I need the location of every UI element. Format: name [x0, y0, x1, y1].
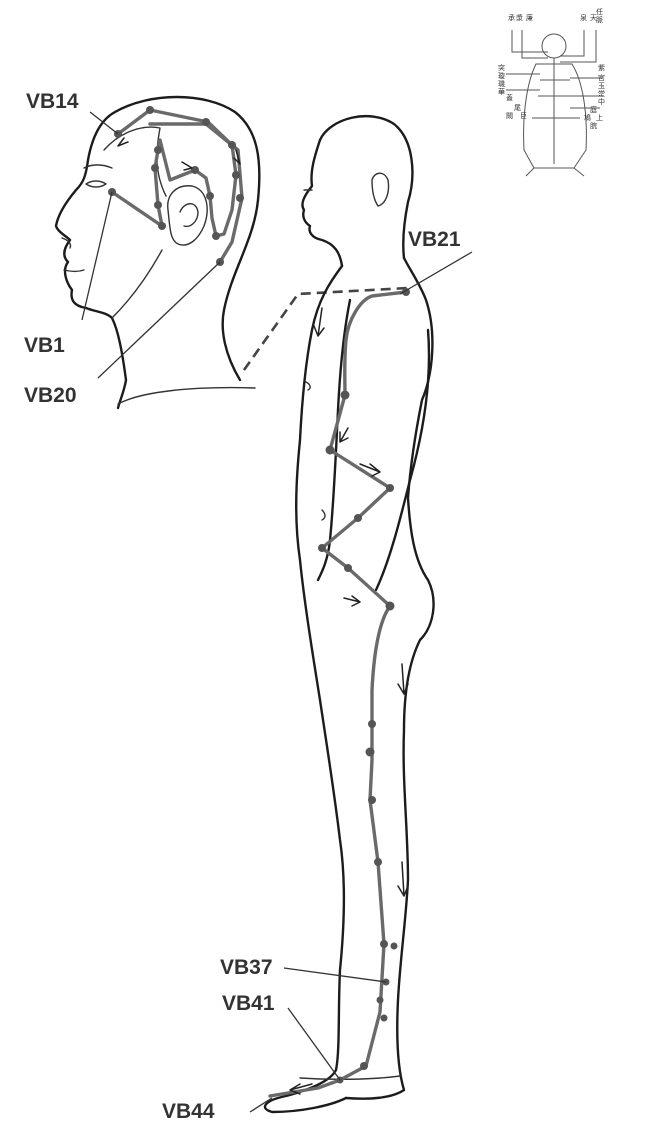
vb14-leader: [90, 112, 118, 134]
reference-glyph: 堂: [598, 89, 605, 98]
reference-glyph: 天: [590, 14, 597, 22]
acupoint: [151, 164, 159, 172]
reference-glyph: 脘: [590, 121, 597, 130]
head-detail-illustration: [56, 97, 259, 408]
chest-detail: [306, 382, 310, 390]
acupoint: [232, 171, 240, 179]
acupoint: [326, 446, 335, 455]
reference-glyph: 玉: [598, 82, 605, 90]
label-vb41: VB41: [222, 992, 275, 1015]
body-back-outline: [346, 258, 434, 1099]
body-ear: [372, 173, 389, 206]
body-acupoints: [318, 288, 410, 1084]
reference-glyph: 宮: [598, 73, 605, 82]
body-direction-arrows: [290, 308, 408, 1094]
reference-glyph: 中: [598, 97, 605, 106]
reference-glyph: 突: [498, 63, 505, 72]
navel: [322, 510, 325, 520]
acupoint: [228, 141, 236, 149]
head-to-body-connector: [244, 288, 408, 370]
acupoint: [212, 232, 220, 240]
label-vb1: VB1: [24, 334, 65, 357]
mouth: [64, 270, 84, 272]
reference-glyph: 上: [596, 113, 603, 122]
acupoint: [146, 106, 154, 114]
body-arm-back-outline: [376, 330, 429, 590]
acupoint: [368, 720, 376, 728]
acupoint: [366, 748, 375, 757]
reference-glyph: 巨: [520, 112, 527, 120]
body-head-outline: [320, 116, 412, 258]
point-labels: VB14 VB1 VB20 VB21 VB37 VB41 VB44: [24, 90, 461, 1121]
acupoint: [377, 997, 384, 1004]
acupoint: [341, 391, 350, 400]
acupoint: [374, 858, 382, 866]
ear-outline: [168, 186, 207, 245]
acupoint: [158, 222, 166, 230]
face-profile-outline: [56, 112, 126, 408]
acupoint: [360, 1062, 368, 1070]
acupoint: [386, 484, 394, 492]
acupoint: [202, 118, 210, 126]
acupoint: [344, 564, 352, 572]
acupoint: [354, 514, 362, 522]
reference-glyph: 璣: [498, 79, 505, 88]
head-profile-outline: [115, 97, 259, 380]
reference-glyph: 漿: [516, 13, 523, 22]
acupoint: [386, 602, 395, 611]
vb41-leader: [288, 1008, 340, 1080]
acupoint: [380, 940, 388, 948]
acupoint: [381, 1015, 388, 1022]
body-face-outline: [302, 140, 342, 266]
reference-glyph: 鳩: [584, 113, 591, 122]
acupoint: [154, 201, 162, 209]
ear-inner: [180, 204, 198, 227]
reference-glyph: 庭: [590, 105, 597, 114]
eye: [86, 181, 106, 187]
reference-glyph: 蓋: [506, 93, 513, 102]
reference-glyph: 任: [596, 7, 603, 16]
shoulder-line: [118, 388, 255, 404]
reference-meridian-chart: 任脈 承漿廉 泉天突璇璣華蓋 紫宮玉堂中庭鳩 尾巨闕 上脘: [494, 6, 605, 182]
head-direction-arrows: [118, 138, 240, 170]
acupoint: [191, 166, 199, 174]
body-front-outline: [265, 266, 346, 1112]
vb20-leader: [98, 262, 220, 378]
vb21-leader: [400, 252, 472, 294]
reference-glyph: 華: [498, 87, 505, 96]
body-illustration: [250, 116, 472, 1112]
reference-glyph: 紫: [598, 64, 605, 72]
reference-glyph: 璇: [498, 71, 505, 80]
vb37-leader: [284, 968, 386, 982]
acupoint: [236, 194, 244, 202]
label-vb37: VB37: [220, 956, 273, 979]
head-meridian-path: [112, 110, 242, 262]
reference-glyph: 尾: [514, 104, 521, 112]
reference-glyph: 廉: [526, 13, 533, 22]
label-vb20: VB20: [24, 384, 77, 407]
acupoint: [391, 943, 398, 950]
acupoint: [154, 146, 162, 154]
label-vb21: VB21: [408, 228, 461, 251]
reference-glyph: 闕: [506, 112, 513, 120]
vb1-leader: [82, 192, 112, 320]
reference-glyph: 脈: [596, 15, 603, 24]
acupoint: [206, 192, 214, 200]
acupoint: [318, 544, 326, 552]
jawline: [112, 250, 162, 318]
acupoint: [368, 796, 376, 804]
label-vb14: VB14: [26, 90, 79, 113]
reference-glyph: 承: [508, 13, 515, 22]
label-vb44: VB44: [162, 1100, 215, 1121]
reference-glyph: 泉: [580, 13, 587, 22]
